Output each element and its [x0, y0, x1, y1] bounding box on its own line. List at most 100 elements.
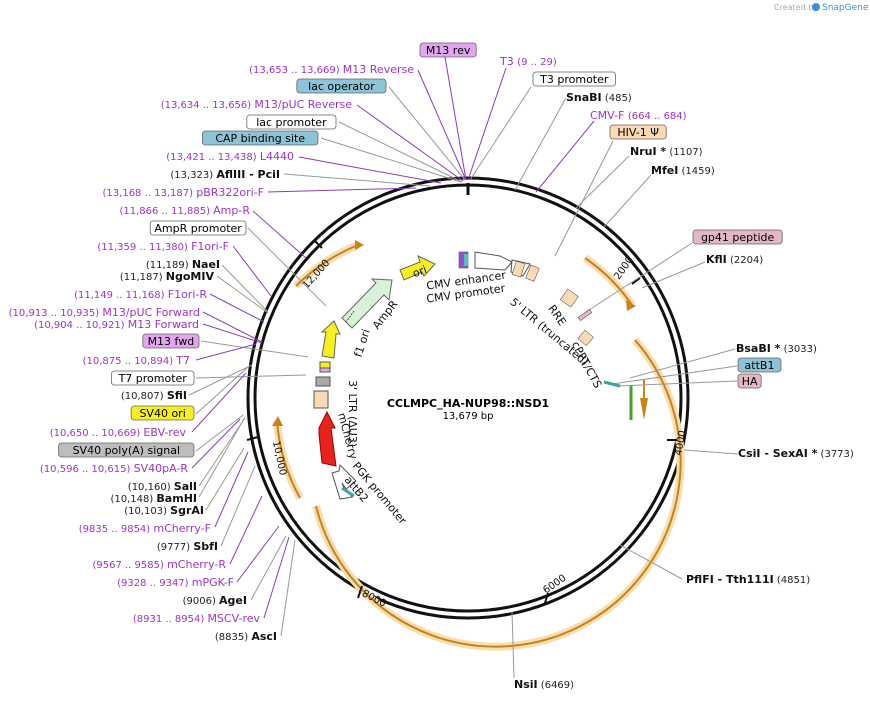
right-label-nsii: NsiI (6469) [514, 678, 574, 691]
plasmid-name: CCLMPC_HA-NUP98::NSD1 [387, 397, 549, 410]
label-cppt: cPPT/CTS [569, 339, 604, 390]
enzyme-name: CsiI [738, 447, 760, 460]
left-label-ngomiv: (11,187) NgoMIV [120, 270, 215, 283]
svg-text:(10,103) SgrAI: (10,103) SgrAI [124, 504, 204, 517]
enzyme-position: (11,187) [120, 272, 166, 283]
left-label-lac-operator: lac operator [296, 78, 387, 94]
left-label-pbr322ori-f: (13,168 .. 13,187) pBR322ori-F [103, 186, 264, 199]
left-label-t7: (10,875 .. 10,894) T7 [83, 354, 190, 367]
svg-text:(11,866 .. 11,885) Amp-R: (11,866 .. 11,885) Amp-R [119, 204, 250, 217]
enzyme-position: (10,807) [121, 391, 167, 402]
primer-position: (9567 .. 9585) [92, 560, 167, 571]
rre-block [559, 288, 579, 308]
pgk-promoter-feature [331, 463, 357, 500]
primer-name: CMV-F [590, 109, 628, 122]
feature-box-label: HA [742, 375, 758, 388]
primer-name: mCherry-F [153, 522, 211, 535]
enzyme-name: NsiI [514, 678, 538, 691]
left-label-ebv-rev: (10,650 .. 10,669) EBV-rev [50, 426, 187, 439]
label-f1ori: f1 ori [352, 327, 373, 358]
svg-text:(11,187) NgoMIV: (11,187) NgoMIV [120, 270, 215, 283]
svg-text:SnaBI (485): SnaBI (485) [566, 91, 632, 104]
svg-text:(9567 .. 9585) mCherry-R: (9567 .. 9585) mCherry-R [92, 558, 226, 571]
primer-name: T3 [499, 55, 517, 68]
primer-position: (9328 .. 9347) [117, 578, 192, 589]
primer-name: F1ori-F [191, 240, 229, 253]
primer-position: (13,421 .. 13,438) [166, 152, 260, 163]
feature-box-label: T7 promoter [118, 372, 188, 385]
svg-text:(10,807) SfiI: (10,807) SfiI [121, 389, 187, 402]
leader-lines-right [444, 56, 739, 679]
enzyme-position: (8835) [215, 632, 251, 643]
primer-position: (10,913 .. 10,935) [9, 308, 103, 319]
enzyme-name: AgeI [219, 594, 247, 607]
right-label-snabi: SnaBI (485) [566, 91, 632, 104]
primer-name: SV40pA-R [134, 462, 189, 475]
left-label-m13-reverse: (13,653 .. 13,669) M13 Reverse [249, 63, 414, 76]
feature-box-label: HIV-1 Ψ [617, 126, 659, 139]
primer-name: M13 Forward [128, 318, 199, 331]
feature-box-label: gp41 peptide [701, 231, 775, 244]
svg-text:(13,421 .. 13,438) L4440: (13,421 .. 13,438) L4440 [166, 150, 294, 163]
left-label-m13-fwd: M13 fwd [142, 333, 200, 349]
primer-name: MSCV-rev [207, 612, 260, 625]
right-label-csii: CsiI - SexAI * (3773) [738, 447, 854, 460]
left-label-m13-puc-reverse: (13,634 .. 13,656) M13/pUC Reverse [161, 98, 353, 111]
primer-name: L4440 [260, 150, 294, 163]
enzyme-name: NruI * [630, 145, 666, 158]
ampr-feature [341, 278, 393, 329]
primer-position: (11,149 .. 11,168) [74, 290, 168, 301]
svg-text:(8931 .. 8954) MSCV-rev: (8931 .. 8954) MSCV-rev [133, 612, 261, 625]
enzyme-name: KflI [706, 253, 727, 266]
tick-2000: 2000 [612, 255, 636, 282]
left-label-sgrai: (10,103) SgrAI [124, 504, 204, 517]
left-label-m13-forward: (10,904 .. 10,921) M13 Forward [34, 318, 199, 331]
tick-10000: 10,000 [270, 440, 288, 477]
right-label-mfei: MfeI (1459) [651, 164, 715, 177]
feature-box-label: lac promoter [256, 116, 327, 129]
primer-position: (10,650 .. 10,669) [50, 428, 144, 439]
enzyme-position: (485) [602, 93, 632, 104]
primer-position: (664 .. 684) [628, 111, 687, 122]
left-label-sv40-ori: SV40 ori [130, 405, 195, 421]
cmv-promoter-arrow [474, 251, 513, 271]
svg-text:CsiI - SexAI * (3773): CsiI - SexAI * (3773) [738, 447, 854, 460]
svg-text:(9328 .. 9347) mPGK-F: (9328 .. 9347) mPGK-F [117, 576, 234, 589]
primer-name: M13/pUC Reverse [254, 98, 352, 111]
enzyme-position: (11,189) [146, 260, 192, 271]
enzyme-position: (9006) [183, 596, 219, 607]
svg-text:(10,160) SalI: (10,160) SalI [128, 480, 197, 493]
svg-text:(11,359 .. 11,380) F1ori-F: (11,359 .. 11,380) F1ori-F [97, 240, 229, 253]
primer-name: mCherry-R [167, 558, 226, 571]
svg-text:T3 (9 .. 29): T3 (9 .. 29) [499, 55, 557, 68]
primer-position: (9835 .. 9854) [79, 524, 154, 535]
tick-8000: 8000 [360, 588, 388, 609]
left-label-sv40pa-r: (10,596 .. 10,615) SV40pA-R [40, 462, 188, 475]
credit-brand: SnapGene [822, 3, 869, 13]
left-label-mcherry-f: (9835 .. 9854) mCherry-F [79, 522, 211, 535]
primer-position: (10,875 .. 10,894) [83, 356, 177, 367]
right-label-m13-rev: M13 rev [419, 42, 477, 58]
left-label-f1ori-f: (11,359 .. 11,380) F1ori-F [97, 240, 229, 253]
snapgene-logo-icon [812, 3, 820, 11]
left-label-sfii: (10,807) SfiI [121, 389, 187, 402]
enzyme-position: (4851) [774, 575, 811, 586]
enzyme-name: AscI [251, 630, 277, 643]
svg-text:(13,634 .. 13,656) M13/pUC Re: (13,634 .. 13,656) M13/pUC Reverse [161, 98, 353, 111]
left-label-column: (13,653 .. 13,669) M13 Reverse lac operat… [9, 63, 415, 643]
label-ori: ori [411, 263, 429, 280]
primer-position: (13,168 .. 13,187) [103, 188, 197, 199]
svg-text:(11,149 .. 11,168) F1ori-R: (11,149 .. 11,168) F1ori-R [74, 288, 207, 301]
feature-box-label: AmpR promoter [154, 222, 242, 235]
svg-text:(8835) AscI: (8835) AscI [215, 630, 277, 643]
enzyme-name: SfiI [167, 389, 187, 402]
enzyme-name: SalI [174, 480, 197, 493]
svg-text:BsaBI * (3033): BsaBI * (3033) [736, 342, 817, 355]
primer-position: (9 .. 29) [517, 57, 557, 68]
svg-text:(10,650 .. 10,669) EBV-rev: (10,650 .. 10,669) EBV-rev [50, 426, 187, 439]
right-label-nrui: NruI * (1107) [630, 145, 703, 158]
svg-text:MfeI (1459): MfeI (1459) [651, 164, 715, 177]
feature-box-label: SV40 ori [139, 407, 185, 420]
left-label-asci: (8835) AscI [215, 630, 277, 643]
